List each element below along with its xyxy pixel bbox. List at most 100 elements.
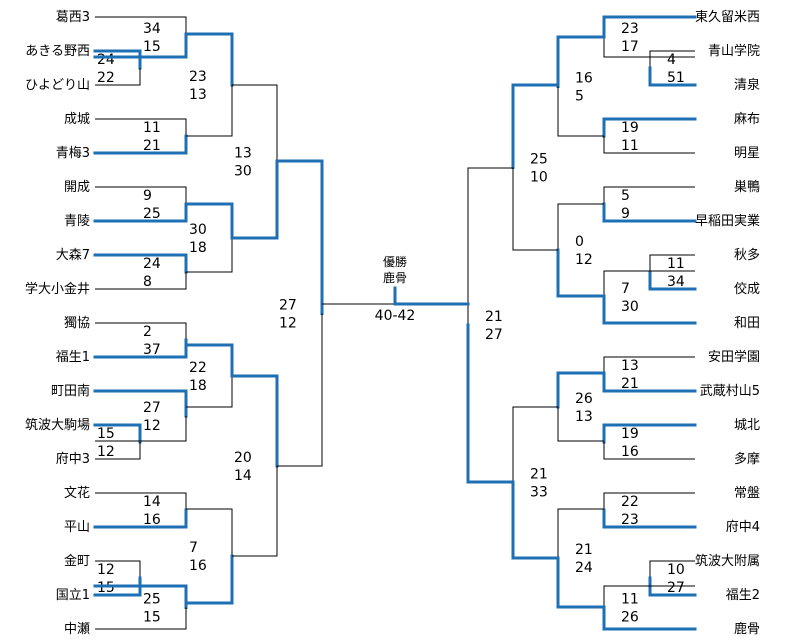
score-bottom: 21	[621, 376, 639, 392]
team-label: 東久留米西	[695, 9, 760, 25]
score-bottom: 30	[234, 164, 252, 180]
bracket-line	[95, 416, 187, 442]
bracket-line	[95, 322, 187, 340]
bracket-line	[95, 16, 187, 37]
team-label: 秋多	[734, 247, 760, 263]
score-bottom: 16	[621, 444, 639, 460]
score-bottom: 16	[143, 512, 161, 528]
bracket-line	[556, 556, 606, 609]
score-top: 24	[143, 256, 161, 272]
score-bottom: 24	[575, 560, 593, 576]
bracket-line	[277, 313, 323, 467]
score-bottom: 21	[143, 138, 161, 154]
team-label: 成城	[64, 112, 90, 127]
bracket-line	[602, 372, 697, 393]
bracket-line	[602, 423, 697, 444]
bracket-line	[602, 508, 697, 529]
team-label: 和田	[734, 316, 760, 331]
team-label: 麻布	[734, 112, 760, 127]
team-label: 武蔵村山5	[700, 384, 760, 399]
team-label: 常盤	[734, 486, 760, 501]
bracket-line	[93, 49, 142, 70]
team-label: 青陵	[64, 214, 90, 229]
score-bottom: 9	[621, 206, 630, 222]
bracket-line	[93, 584, 188, 609]
champion-name: 鹿骨	[383, 270, 407, 285]
team-label: 平山	[64, 520, 90, 535]
bracket-line	[649, 254, 695, 272]
team-label: 府中3	[56, 452, 90, 467]
bracket-line	[648, 576, 697, 597]
team-label: 獨協	[64, 316, 90, 331]
bracket-line	[93, 253, 188, 274]
bracket-line	[648, 66, 697, 87]
score-bottom: 15	[97, 580, 115, 596]
score-top: 20	[234, 450, 252, 466]
bracket-line	[186, 376, 233, 408]
score-bottom: 13	[575, 409, 593, 425]
score-top: 11	[143, 120, 161, 136]
score-bottom: 17	[621, 39, 639, 55]
score-bottom: 51	[667, 70, 685, 86]
team-label: 福生2	[726, 588, 760, 603]
champion-title: 優勝	[383, 254, 407, 269]
team-label: 早稲田実業	[695, 213, 760, 229]
score-top: 16	[575, 71, 593, 87]
bracket-line	[95, 607, 187, 630]
team-label: 開成	[64, 180, 90, 195]
bracket-line	[95, 492, 187, 510]
score-bottom: 14	[234, 468, 252, 484]
team-label: 明星	[734, 146, 760, 161]
bracket-line	[511, 83, 560, 169]
bracket-line	[602, 606, 697, 631]
score-top: 7	[621, 281, 630, 297]
bracket-line	[95, 442, 141, 460]
team-label: 福生1	[56, 350, 90, 365]
bracket-line	[184, 202, 234, 240]
score-top: 26	[575, 391, 593, 407]
score-bottom: 18	[189, 378, 207, 394]
team-label: あきる野西	[25, 44, 90, 59]
team-label: 佼成	[734, 282, 760, 297]
bracket-line	[95, 272, 187, 290]
score-top: 21	[485, 309, 503, 325]
team-label: 青山学院	[708, 43, 760, 59]
bracket-line	[93, 576, 142, 597]
bracket-line	[603, 37, 695, 58]
bracket-line	[466, 323, 515, 484]
bracket-line	[603, 492, 695, 510]
score-top: 12	[97, 562, 115, 578]
score-bottom: 15	[143, 610, 161, 626]
team-label: 文花	[64, 485, 90, 501]
score-top: 25	[530, 152, 548, 168]
bracket-line	[556, 35, 606, 88]
score-bottom: 34	[667, 274, 685, 290]
score-bottom: 12	[97, 444, 115, 460]
team-label: 城北	[734, 418, 760, 433]
score-top: 13	[234, 146, 252, 162]
score-top: 7	[189, 540, 198, 556]
bracket-line	[95, 68, 141, 86]
score-top: 0	[575, 234, 584, 250]
bracket-line	[184, 32, 234, 87]
bracket-line	[186, 508, 233, 556]
bracket-line	[603, 442, 695, 460]
score-top: 21	[530, 467, 548, 483]
score-bottom: 5	[575, 89, 584, 105]
bracket-line	[93, 134, 188, 155]
bracket-line	[232, 466, 278, 557]
team-label: 筑波大附属	[695, 553, 760, 569]
score-bottom: 33	[530, 485, 548, 501]
score-top: 19	[621, 426, 639, 442]
score-bottom: 8	[143, 274, 152, 290]
bracket-line	[648, 270, 697, 291]
score-top: 5	[621, 188, 630, 204]
bracket-line	[467, 167, 513, 325]
bracket-line	[93, 508, 188, 529]
team-label: 巣鴨	[734, 180, 760, 195]
score-top: 34	[143, 21, 161, 37]
score-top: 10	[667, 562, 685, 578]
bracket-line	[93, 423, 142, 444]
bracket-line	[556, 371, 606, 409]
